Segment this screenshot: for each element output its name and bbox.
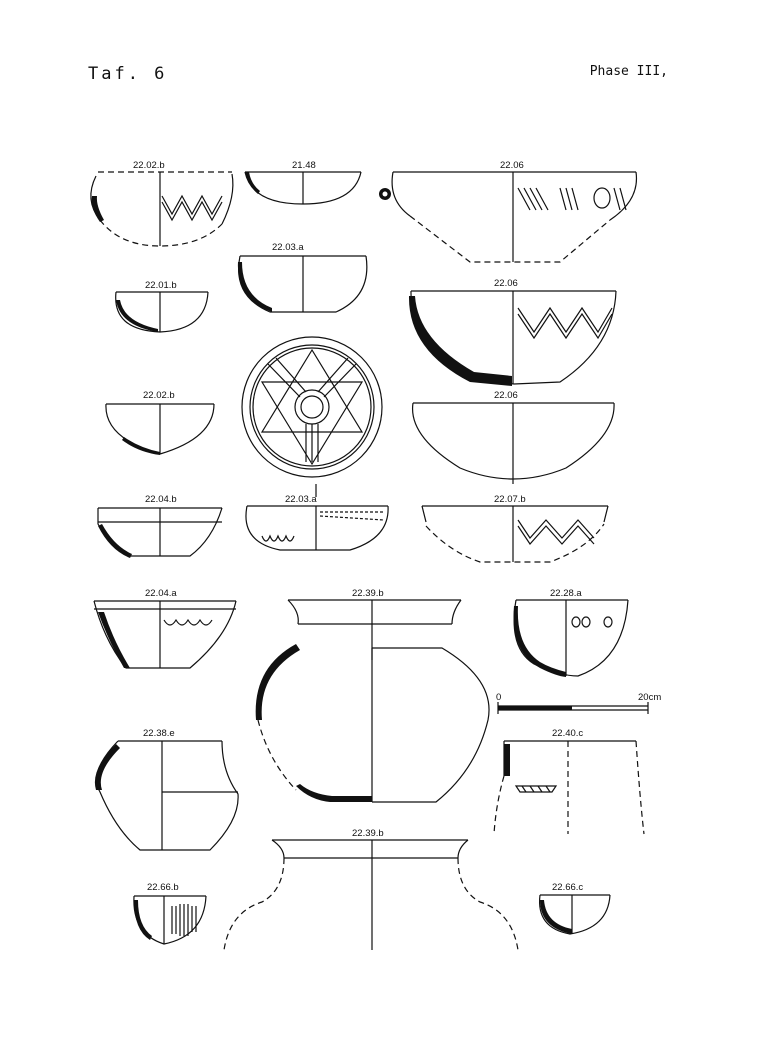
vessel-drawing: 22.06 xyxy=(411,390,615,484)
vessel-drawing: 22.03.a xyxy=(245,484,389,551)
vessel-label: 22.39.b xyxy=(352,588,384,599)
vessel-drawing: 22.02.b xyxy=(105,390,215,455)
vessel-drawing: 22.04.b xyxy=(97,494,223,558)
scale-start-label: 0 xyxy=(496,692,501,703)
vessel-label: 22.03.a xyxy=(272,242,304,253)
vessel-drawing: 22.03.a xyxy=(237,242,368,313)
vessel-label: 21.48 xyxy=(292,160,316,171)
vessel-label: 22.02.b xyxy=(133,160,165,171)
vessel-drawing: 22.01.b xyxy=(115,280,209,333)
vessel-label: 22.06 xyxy=(494,278,518,289)
vessel-label: 22.28.a xyxy=(550,588,582,599)
vessel-label: 22.07.b xyxy=(494,494,526,505)
wheel-motif-drawing xyxy=(241,336,383,478)
vessel-drawing: 22.07.b xyxy=(421,494,609,563)
vessel-drawing: 22.39.b xyxy=(255,588,490,803)
vessel-drawing: 22.38.e xyxy=(94,728,239,851)
vessel-drawing: 21.48 xyxy=(244,160,362,205)
vessel-drawing: 22.06 xyxy=(379,160,638,263)
phase-label: Phase III, xyxy=(589,64,668,79)
vessel-label: 22.04.b xyxy=(145,494,177,505)
vessel-label: 22.66.b xyxy=(147,882,179,893)
vessel-label: 22.02.b xyxy=(143,390,175,401)
plate-number: Taf. 6 xyxy=(88,64,168,84)
vessel-label: 22.38.e xyxy=(143,728,175,739)
vessel-label: 22.66.c xyxy=(552,882,583,893)
vessel-label: 22.06 xyxy=(500,160,524,171)
vessel-drawing: 22.39.b xyxy=(223,828,519,951)
vessel-label: 22.39.b xyxy=(352,828,384,839)
vessel-drawing: 22.04.a xyxy=(93,588,237,669)
vessel-drawing: 22.66.b xyxy=(133,882,207,945)
vessel-drawing: 22.28.a xyxy=(513,588,629,677)
vessel-drawing: 22.40.c xyxy=(493,728,645,835)
vessel-drawing: 22.66.c xyxy=(538,882,611,935)
vessel-label: 22.06 xyxy=(494,390,518,401)
vessel-label: 22.03.a xyxy=(285,494,317,505)
vessel-label: 22.04.a xyxy=(145,588,177,599)
scale-end-label: 20cm xyxy=(638,692,661,703)
vessel-drawing: 22.02.b xyxy=(90,160,234,247)
vessel-label: 22.01.b xyxy=(145,280,177,291)
scale-bar: 0 20cm xyxy=(496,692,661,714)
vessel-label: 22.40.c xyxy=(552,728,583,739)
vessel-drawing: 22.06 xyxy=(408,278,617,386)
